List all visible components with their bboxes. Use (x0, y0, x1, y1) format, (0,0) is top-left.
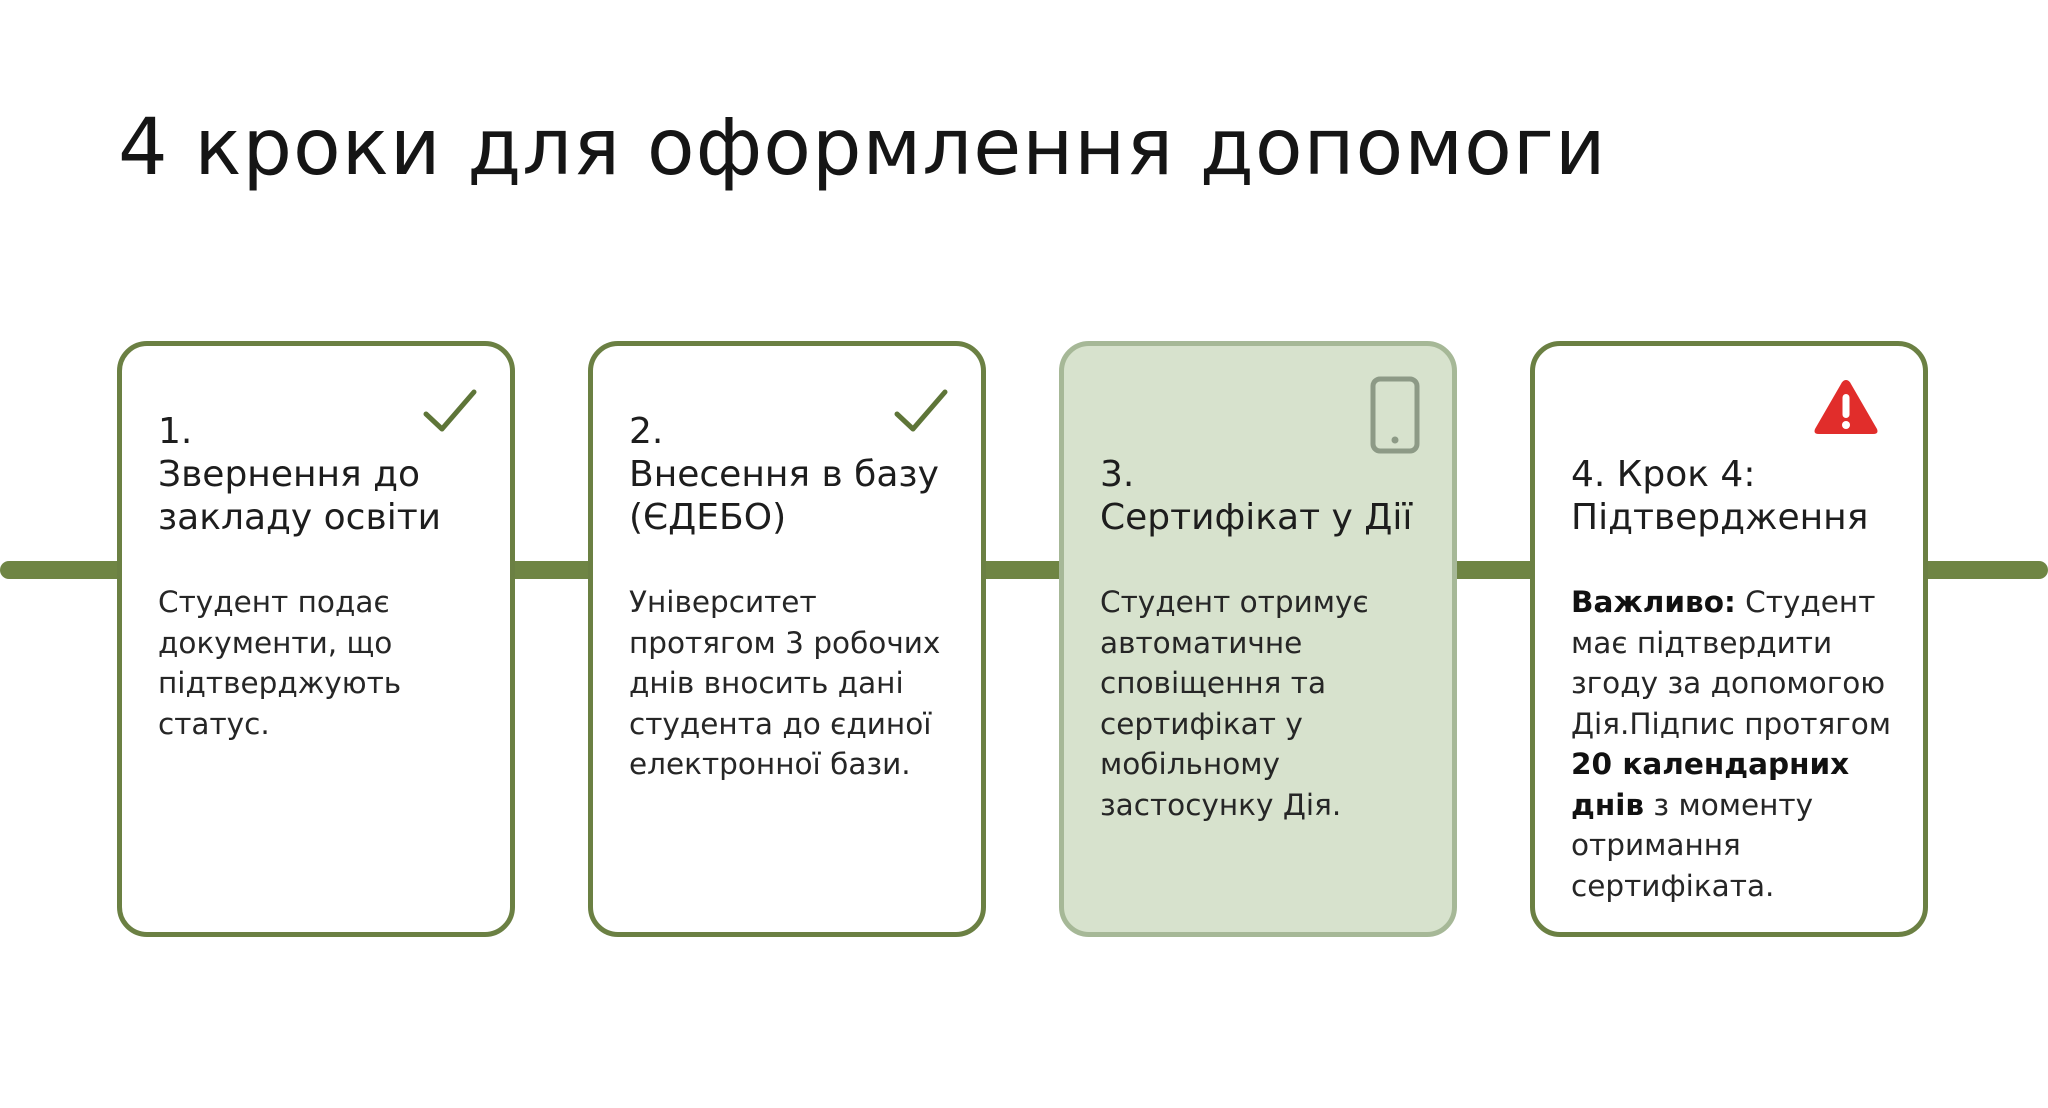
step-card-3: 3. Сертифікат у Дії Студент отримує авто… (1059, 341, 1457, 937)
description-text: з моменту отримання сертифіката. (1571, 787, 1814, 903)
step-description: Важливо: Студент має підтвердити згоду з… (1571, 582, 1903, 906)
step-description: Студент отримує автоматичне сповіщення т… (1100, 585, 1369, 822)
step-number: 1. (158, 411, 193, 452)
step-number: 4. Крок 4: (1571, 454, 1756, 495)
step-title-line: Звернення до (158, 454, 421, 495)
step-number: 3. (1100, 454, 1135, 495)
step-title-line: Підтвердження (1571, 497, 1869, 538)
step-title-line: (ЄДЕБО) (629, 497, 787, 538)
deadline-highlight: 20 календарних днів (1571, 747, 1850, 822)
warning-icon (1811, 376, 1881, 438)
step-title-line: Сертифікат у Дії (1100, 497, 1413, 538)
step-number: 2. (629, 411, 664, 452)
step-heading: 4. Крок 4: Підтвердження (1571, 453, 1899, 539)
step-title-line: Внесення в базу (629, 454, 939, 495)
step-description: Студент подає документи, що підтверджуют… (158, 585, 402, 741)
step-card-1: 1. Звернення до закладу освіти Студент п… (117, 341, 515, 937)
step-heading: 3. Сертифікат у Дії (1100, 453, 1428, 539)
page-title: 4 кроки для оформлення допомоги (118, 103, 1607, 193)
step-heading: 2. Внесення в базу (ЄДЕБО) (629, 410, 957, 539)
checkmark-icon (893, 384, 949, 440)
step-card-4: 4. Крок 4: Підтвердження Важливо: Студен… (1530, 341, 1928, 937)
step-title-line: закладу освіти (158, 497, 442, 538)
step-description: Університет протягом 3 робочих днів внос… (629, 585, 941, 781)
checkmark-icon (422, 384, 478, 440)
step-heading: 1. Звернення до закладу освіти (158, 410, 486, 539)
description-text: Студент має підтвердити згоду за допомог… (1571, 585, 1891, 741)
important-label: Важливо: (1571, 585, 1736, 619)
smartphone-icon (1370, 376, 1420, 454)
step-card-2: 2. Внесення в базу (ЄДЕБО) Університет п… (588, 341, 986, 937)
